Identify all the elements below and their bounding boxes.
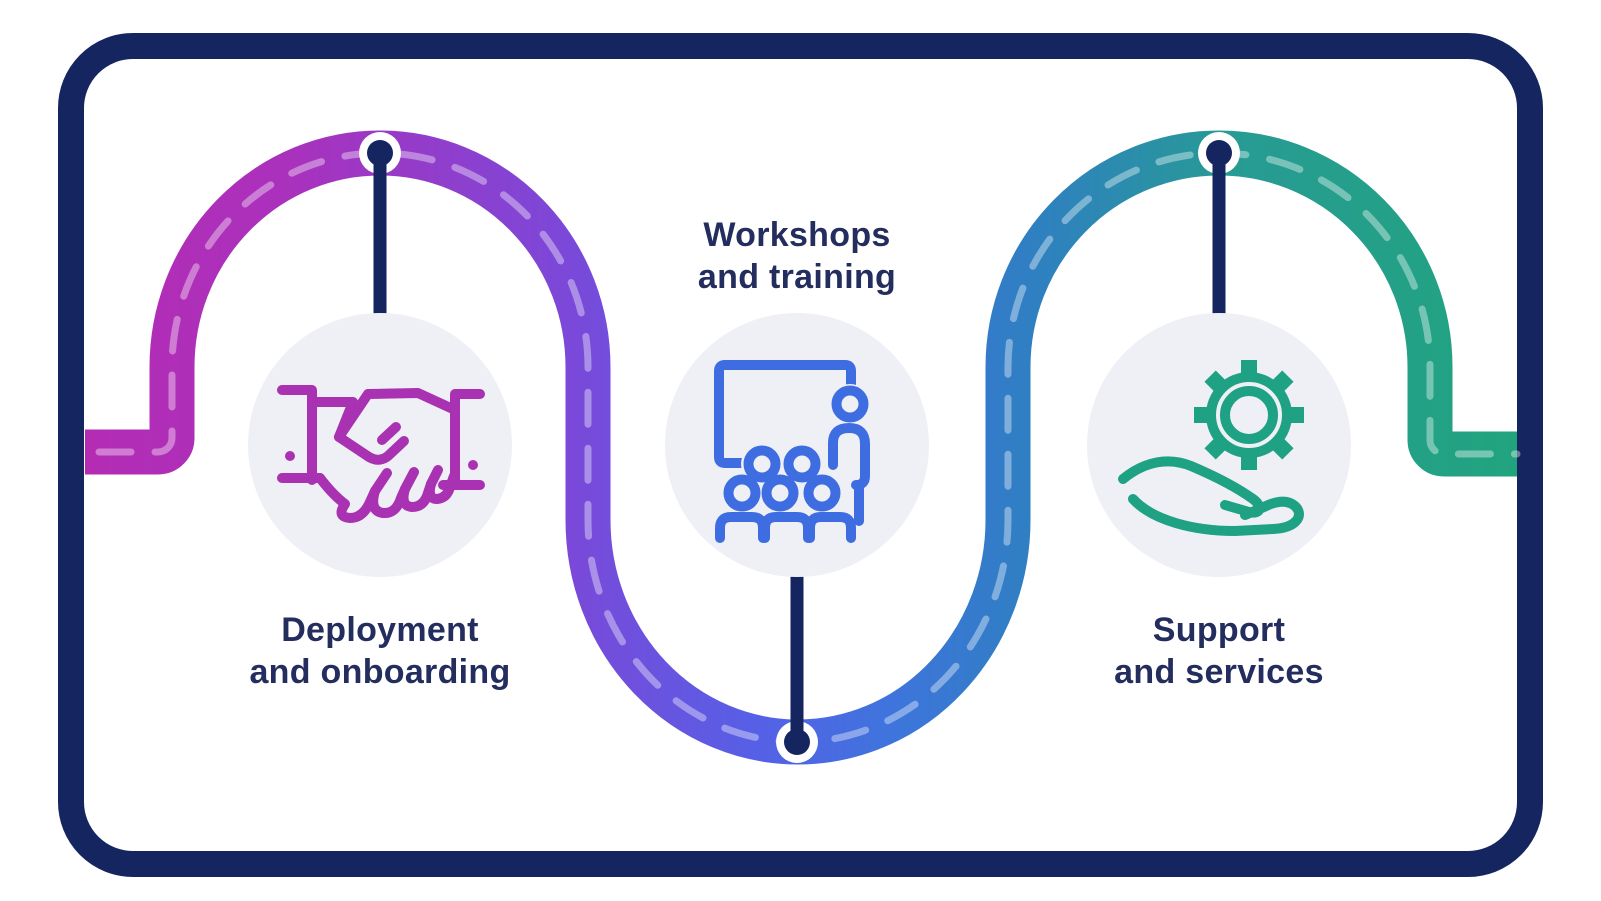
gear-teeth	[1194, 360, 1304, 470]
audience-head	[743, 445, 781, 483]
audience-head	[783, 445, 821, 483]
handshake-thumb-crease	[377, 422, 401, 445]
presentation-board	[714, 360, 856, 468]
pin-dot	[367, 140, 393, 166]
audience-shoulders	[805, 512, 856, 543]
audience-head	[723, 474, 761, 512]
hand-bottom-contour	[1128, 494, 1304, 536]
stage-2-label-line1: Workshops	[703, 216, 890, 254]
stage-labels: Deployment and onboarding Workshops and …	[249, 216, 1323, 691]
audience-head	[761, 474, 799, 512]
handshake-icon	[277, 385, 485, 523]
pin-dot	[1206, 140, 1232, 166]
handshake-fingers	[315, 471, 459, 523]
handshake-finger-creases	[370, 465, 443, 496]
handshake-right-dot	[468, 460, 478, 470]
stage-1-label-line2: and onboarding	[249, 653, 510, 691]
milestone-pin-1	[359, 132, 401, 322]
pin-dot	[784, 729, 810, 755]
frame-border	[58, 33, 1543, 877]
presentation-icon	[714, 360, 870, 543]
handshake-hand-top	[334, 388, 460, 442]
handshake-thumb-outline	[307, 397, 409, 465]
stage-3-label-line1: Support	[1153, 611, 1285, 649]
presenter-head	[831, 385, 869, 423]
milestone-pin-3	[1198, 132, 1240, 322]
stage-3-label-line2: and services	[1114, 653, 1324, 691]
presenter-body	[828, 423, 870, 526]
hand-gear-icon	[1118, 360, 1304, 536]
gear-hole	[1220, 386, 1278, 444]
stage-2-label-line2: and training	[698, 258, 896, 296]
milestone-pin-2	[776, 568, 818, 763]
gear-body	[1206, 372, 1292, 458]
audience-head	[803, 474, 841, 512]
handshake-left-dot	[285, 451, 295, 461]
stage-1-label-line1: Deployment	[281, 611, 479, 649]
stage-icon-circle-1	[248, 313, 512, 577]
